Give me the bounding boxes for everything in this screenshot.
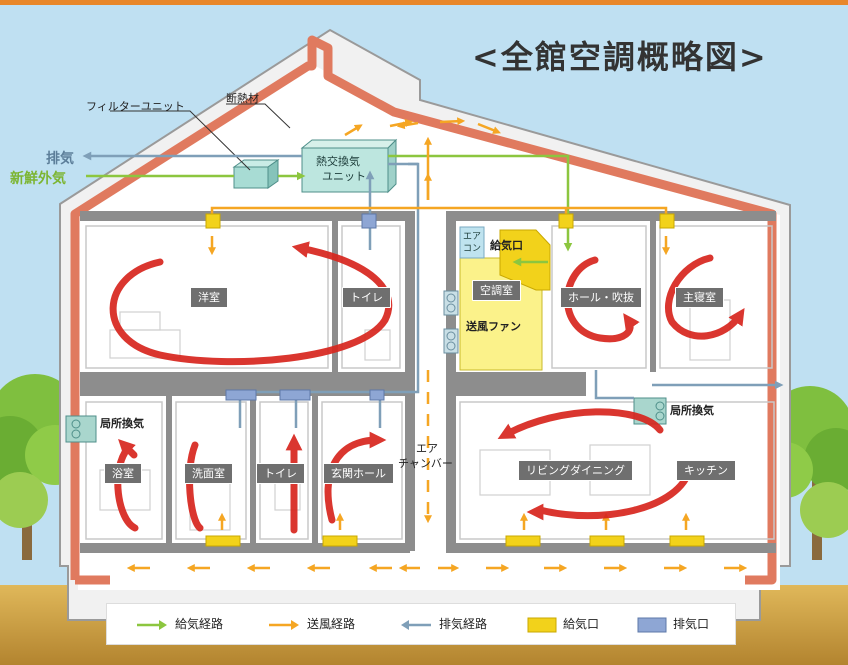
- green-arrow-icon: [137, 619, 167, 630]
- room-master-bedroom: 主寝室: [675, 287, 724, 308]
- fan-upper: [443, 290, 459, 316]
- room-toilet-lower: トイレ: [256, 463, 305, 484]
- attic-blow-arrows: [344, 117, 501, 186]
- room-washroom: 洗面室: [184, 463, 233, 484]
- room-bathroom: 浴室: [104, 463, 142, 484]
- blue-box-icon: [637, 617, 667, 632]
- legend-blow-path: 送風経路: [267, 614, 355, 634]
- air-chamber-label-2: チャンバー: [398, 457, 453, 470]
- legend: 給気経路 送風経路 排気経路 給気口 排気口: [106, 603, 736, 645]
- filter-unit: [233, 166, 269, 189]
- room-western: 洋室: [190, 287, 228, 308]
- blow-paths: [207, 136, 671, 524]
- circulation-arrows: [109, 241, 745, 534]
- air-room-label: 空調室: [472, 280, 521, 301]
- supply-port-label: 給気口: [490, 239, 523, 252]
- heat-exchanger-label-1: 熱交換気: [316, 155, 360, 168]
- room-hall-atrium: ホール・吹抜: [560, 287, 642, 308]
- blower-fan-label: 送風ファン: [466, 320, 521, 333]
- room-toilet-upper: トイレ: [342, 287, 391, 308]
- local-vent-right-label: 局所換気: [670, 404, 714, 417]
- fan-lower: [443, 328, 459, 354]
- air-chamber-label-1: エア: [416, 442, 438, 455]
- legend-exhaust-port: 排気口: [637, 614, 709, 634]
- heat-exchanger-label-2: ユニット: [322, 170, 366, 183]
- exhaust-label: 排気: [46, 151, 74, 167]
- top-rule: [0, 0, 848, 5]
- room-entrance-hall: 玄関ホール: [323, 463, 394, 484]
- room-living-dining: リビングダイニング: [518, 460, 633, 481]
- exhaust-ports: [225, 213, 385, 401]
- local-vent-left-box: [65, 415, 97, 443]
- aircon-label-1: エア: [463, 232, 482, 242]
- exhaust-paths: [82, 151, 784, 428]
- supply-port-aircon: [499, 229, 551, 291]
- orange-arrow-icon: [269, 619, 299, 630]
- legend-supply-port: 給気口: [527, 614, 599, 634]
- legend-supply-path: 給気経路: [135, 614, 223, 634]
- aircon-label-2: コン: [463, 244, 482, 254]
- room-kitchen: キッチン: [676, 460, 736, 481]
- interior-walls: [80, 211, 776, 553]
- insulation-label: 断熱材: [226, 92, 259, 105]
- filter-unit-label: フィルターユニット: [86, 100, 185, 113]
- blue-arrow-icon: [401, 619, 431, 630]
- legend-exhaust-path: 排気経路: [399, 614, 487, 634]
- aircon-unit: [459, 226, 485, 259]
- fresh-air-label: 新鮮外気: [10, 171, 66, 187]
- floor-blow-arrows: [126, 512, 748, 573]
- yellow-box-icon: [527, 617, 557, 632]
- local-vent-left-label: 局所換気: [100, 417, 144, 430]
- diagram-title: <全館空調概略図>: [472, 38, 768, 76]
- supply-ports: [205, 213, 705, 547]
